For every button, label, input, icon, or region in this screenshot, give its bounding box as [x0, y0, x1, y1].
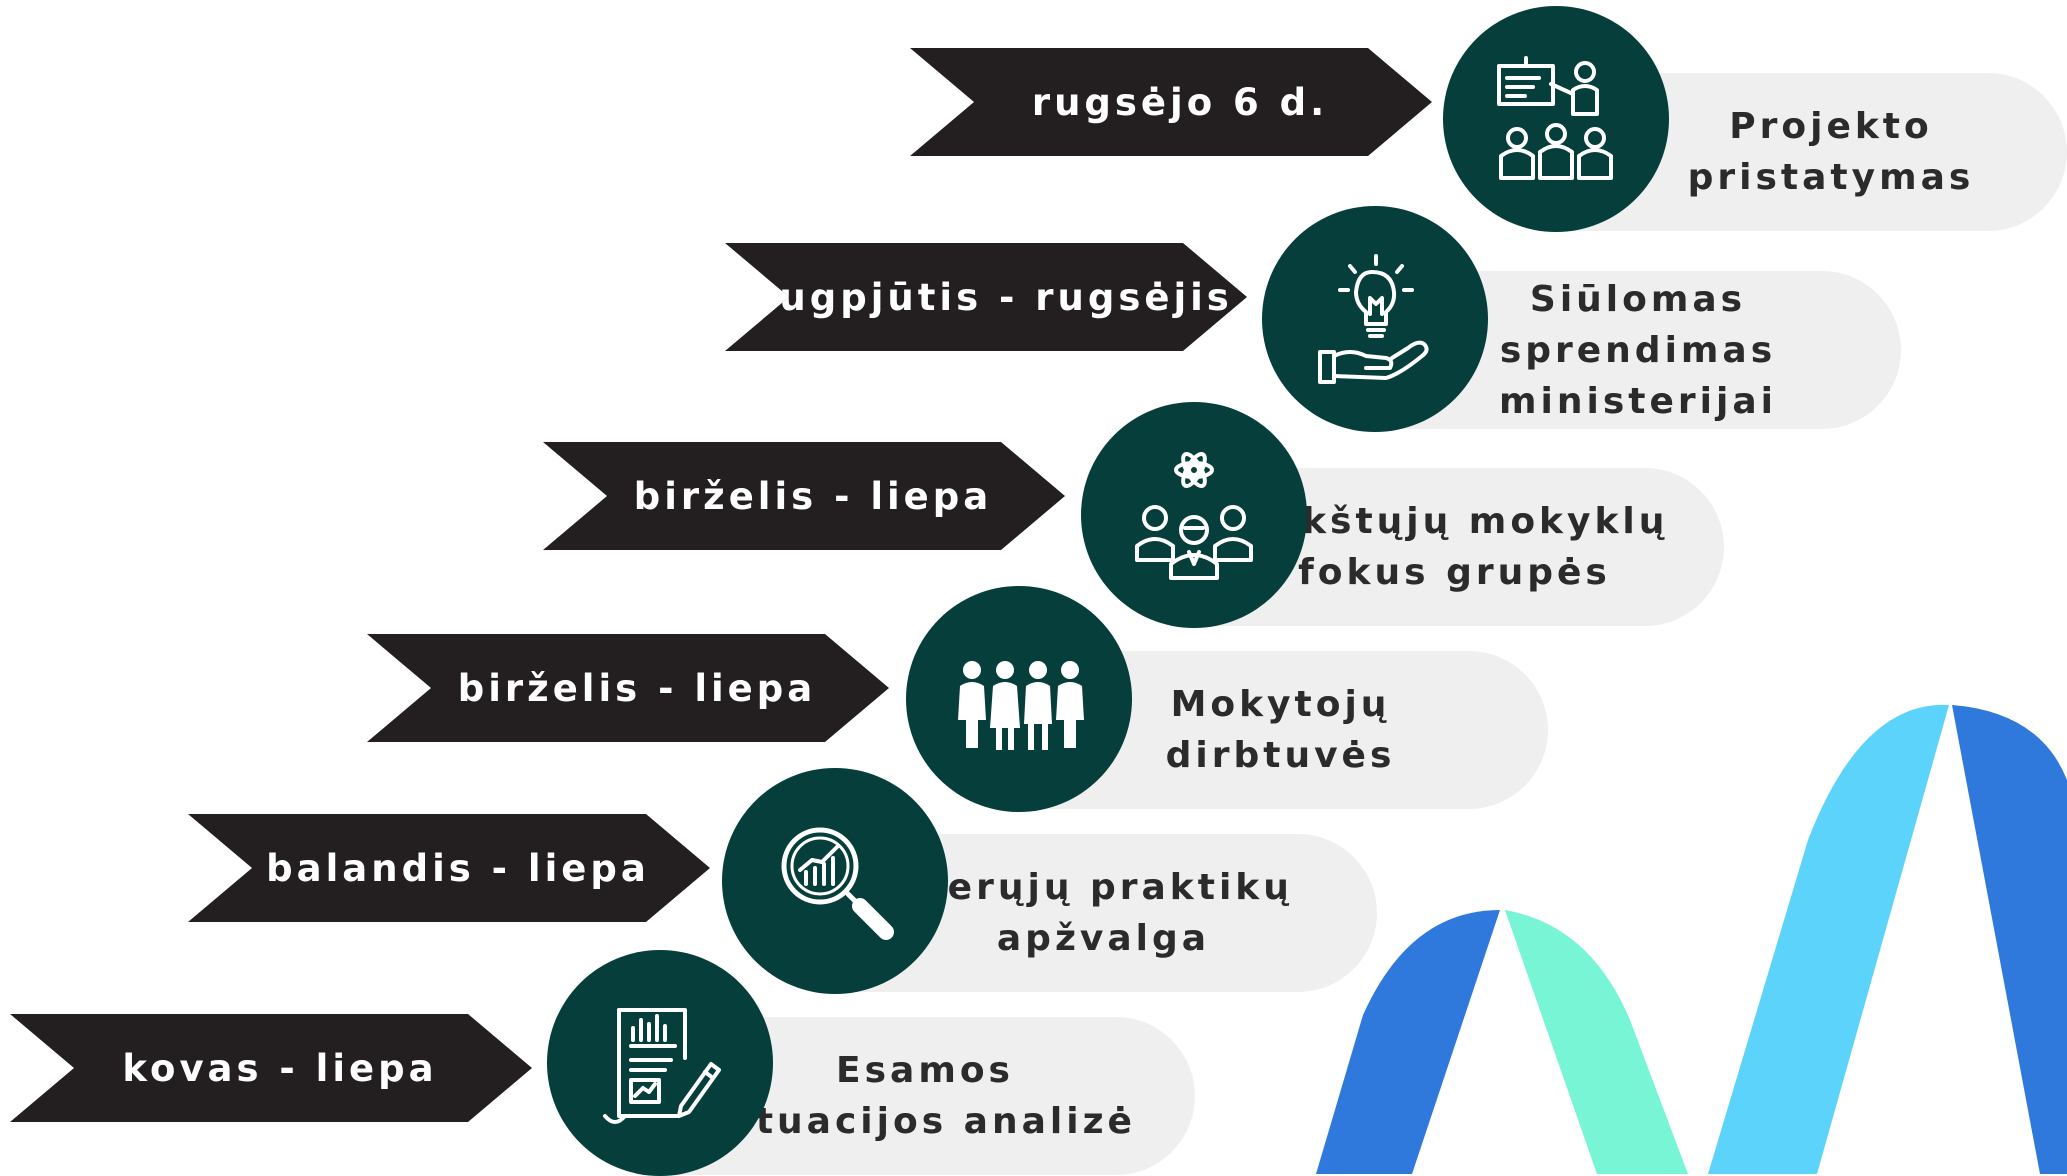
focus-group-icon: [1135, 452, 1253, 580]
magnifier-chart-icon: [781, 827, 894, 940]
step-icon-circle: [906, 586, 1132, 812]
step-icon-circle: [1081, 402, 1307, 628]
report-document-icon: [603, 1008, 721, 1124]
step-icon-circle: [1262, 206, 1488, 432]
step-date-arrow: birželis - liepa: [543, 442, 1065, 550]
logo-mint-band: [1505, 910, 1688, 1174]
step-label: Gerųjų praktikų apžvalga: [914, 867, 1293, 959]
logo-blue-band-right: [1952, 705, 2067, 1174]
step-date: balandis - liepa: [266, 846, 650, 890]
step-date: rugpjūtis - rugsėjis: [757, 275, 1233, 319]
step-label: Esamos situacijos analizė: [714, 1050, 1136, 1142]
step-date: birželis - liepa: [633, 474, 993, 518]
step-label: Siūlomas sprendimas ministerijai: [1499, 278, 1777, 422]
step-icon-circle: [1443, 6, 1669, 232]
step-date-arrow: birželis - liepa: [367, 634, 889, 742]
idea-in-hand-icon: [1318, 254, 1429, 384]
step-date: birželis - liepa: [457, 666, 817, 710]
step-date: kovas - liepa: [122, 1046, 438, 1090]
step-icon-circle: [722, 768, 948, 994]
logo-blue-band-left: [1316, 910, 1500, 1174]
logo-sky-band: [1708, 704, 1949, 1174]
step-date-arrow: kovas - liepa: [10, 1014, 532, 1122]
step-label: Mokytojų dirbtuvės: [1165, 684, 1396, 776]
step-date-arrow: rugsėjo 6 d.: [910, 48, 1432, 156]
step-date-arrow: balandis - liepa: [188, 814, 710, 922]
presentation-icon: [1497, 56, 1613, 180]
step-date: rugsėjo 6 d.: [1031, 80, 1329, 124]
step-date-arrow: rugpjūtis - rugsėjis: [725, 243, 1247, 351]
team-icon: [958, 661, 1084, 750]
step-icon-circle: [547, 950, 773, 1176]
step-label: Projekto pristatymas: [1687, 106, 1975, 198]
